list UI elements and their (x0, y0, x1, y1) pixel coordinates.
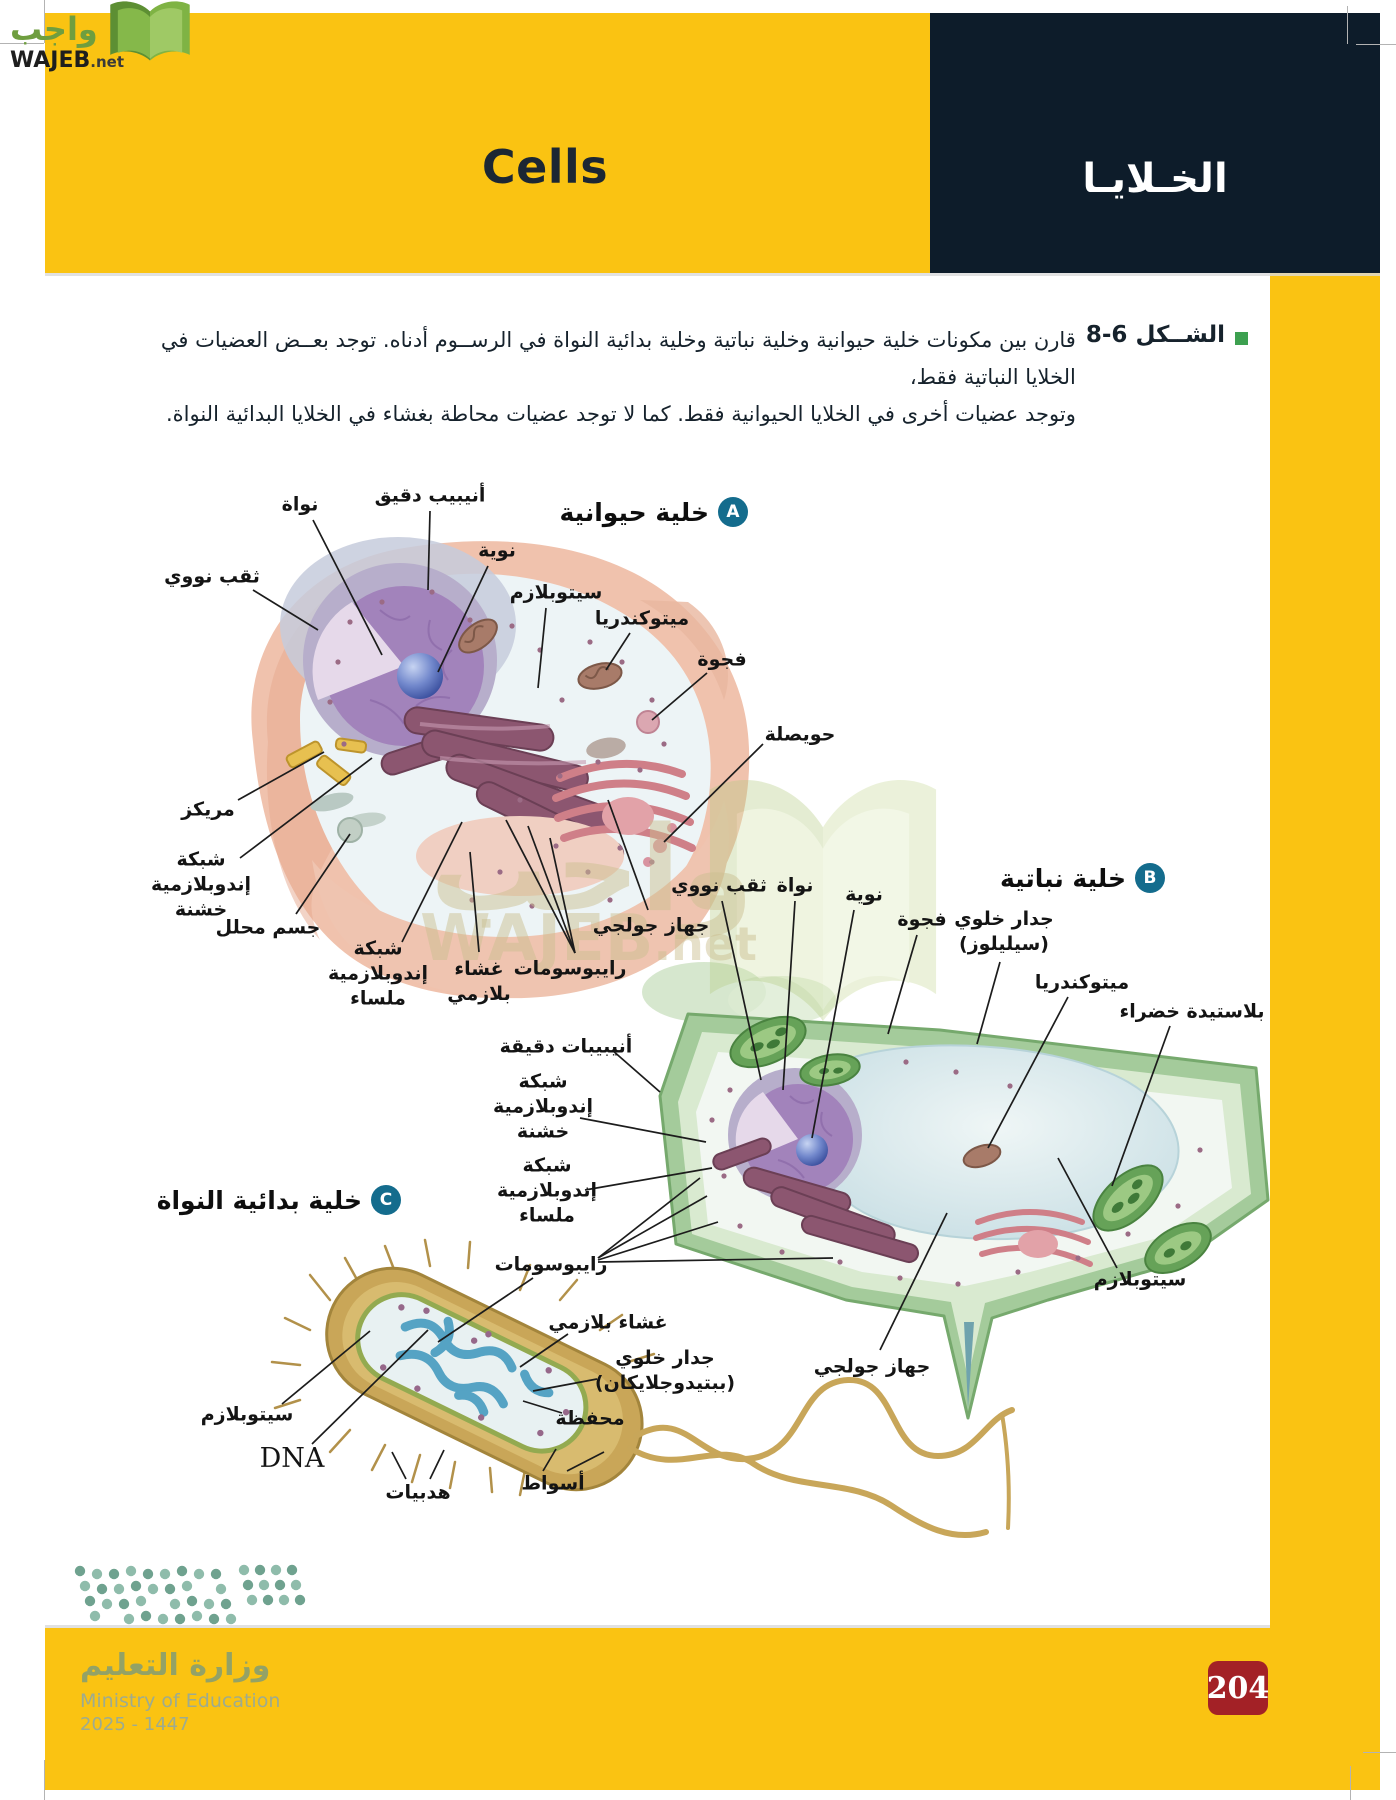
page-number-badge: 204 (1206, 1661, 1270, 1715)
crop-mark (44, 0, 45, 43)
caption-text: قارن بين مكونات خلية حيوانية وخلية نباتي… (160, 328, 1076, 426)
section-title-plant-cell: B خلية نباتية (1000, 863, 1165, 893)
section-badge-b: B (1135, 863, 1165, 893)
wajeb-logo-latin: WAJEB.net (10, 48, 125, 73)
header-navy-box (930, 13, 1380, 273)
section-title-text: خلية بدائية النواة (156, 1185, 362, 1215)
section-title-text: خلية نباتية (999, 863, 1126, 893)
caption-bullet-square (1235, 332, 1248, 345)
page-number: 204 (1206, 1670, 1270, 1706)
section-title-text: خلية حيوانية (559, 497, 709, 527)
crop-mark (0, 43, 44, 44)
ministry-name-ar: وزارة التعليم (80, 1648, 271, 1683)
caption-figure-ref: الشــكل 6-8 (1085, 322, 1225, 348)
section-title-prokaryote-cell: C خلية بدائية النواة (157, 1185, 401, 1215)
wajeb-logo: واجب WAJEB.net (6, 0, 216, 110)
book-icon (102, 0, 198, 74)
footer-divider (45, 1625, 1270, 1628)
section-title-animal-cell: A خلية حيوانية (559, 497, 748, 527)
header-divider (45, 273, 1380, 276)
page-title-en: Cells (481, 140, 609, 194)
section-badge-a: A (718, 497, 748, 527)
crop-mark (1363, 1752, 1396, 1753)
watermark-brand-en: WAJEB.net (420, 902, 757, 976)
crop-mark (1350, 1766, 1351, 1800)
page-title-ar: الخـلايـا (1082, 156, 1228, 202)
crop-mark (1347, 6, 1348, 44)
section-badge-c: C (371, 1185, 401, 1215)
ministry-name-en: Ministry of Education (80, 1690, 281, 1712)
figure-caption: الشــكل 6-8 قارن بين مكونات خلية حيوانية… (143, 322, 1248, 433)
edition-years: 2025 - 1447 (80, 1714, 190, 1735)
crop-mark (44, 1760, 45, 1800)
wajeb-logo-arabic: واجب (10, 10, 98, 48)
crop-mark (1356, 44, 1396, 45)
